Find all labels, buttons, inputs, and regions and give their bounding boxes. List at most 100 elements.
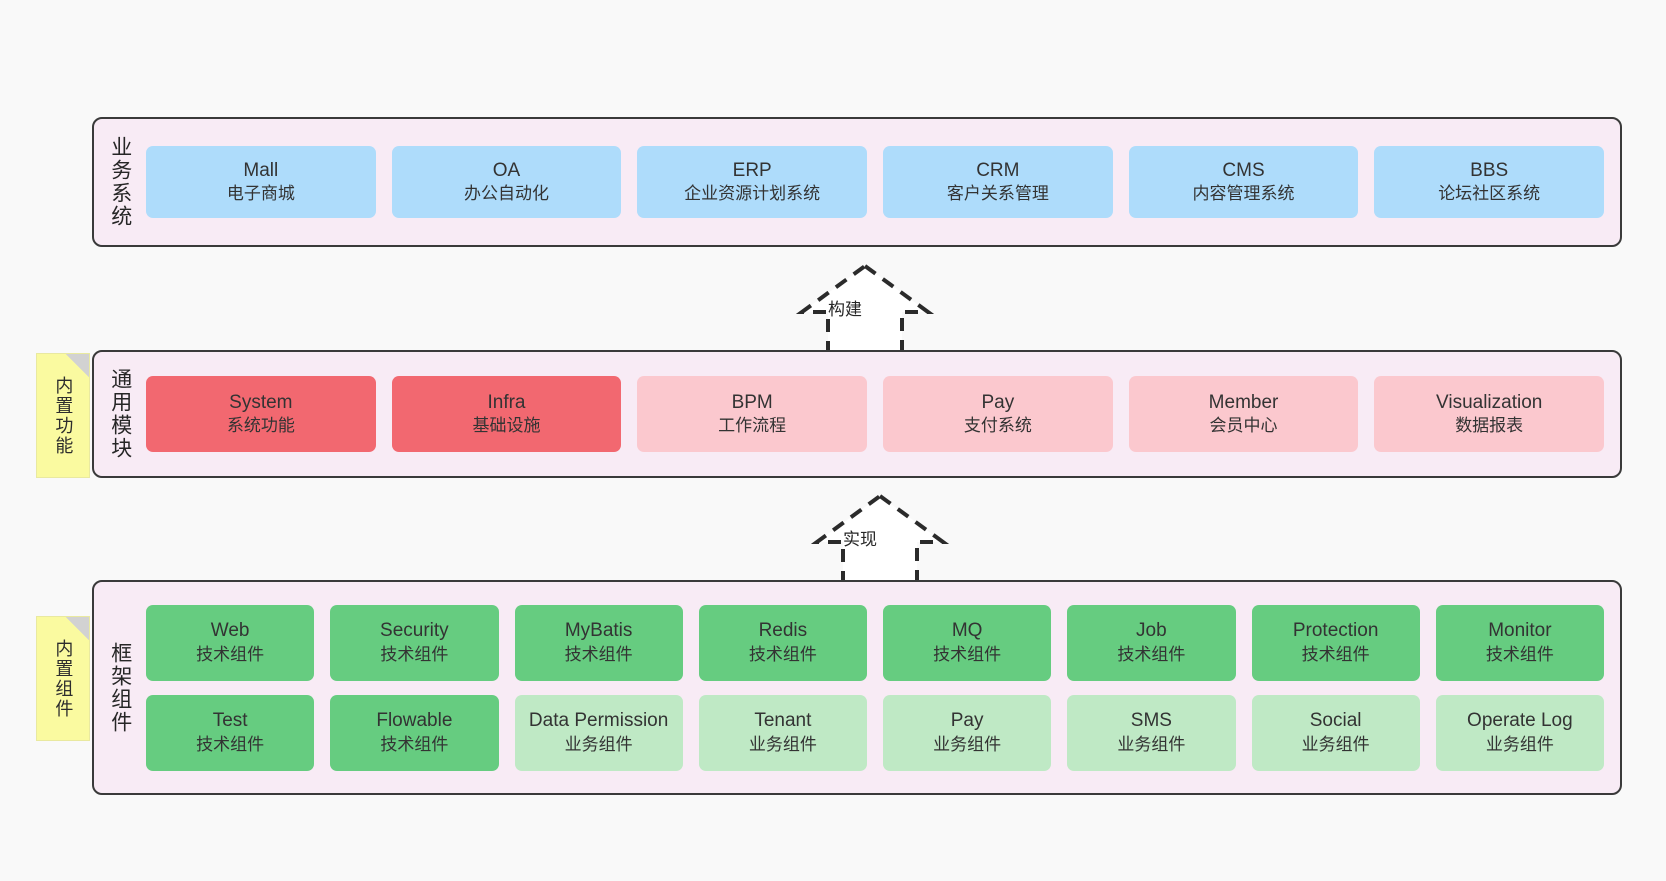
layer-business-systems: 业务系统 Mall 电子商城 OA 办公自动化 ERP 企业资源计划系统 CRM… xyxy=(92,117,1622,247)
module-en-label: CRM xyxy=(976,159,1020,181)
framework-row-technical: Web 技术组件 Security 技术组件 MyBatis 技术组件 Redi… xyxy=(146,604,1604,681)
note-fold-corner-icon xyxy=(66,617,89,640)
module-card-sms[interactable]: SMS 业务组件 xyxy=(1067,694,1236,771)
module-card-operate-log[interactable]: Operate Log 业务组件 xyxy=(1435,694,1604,771)
module-en-label: Pay xyxy=(950,710,984,732)
layer-body-framework: Web 技术组件 Security 技术组件 MyBatis 技术组件 Redi… xyxy=(146,582,1620,793)
module-cn-label: 技术组件 xyxy=(1485,644,1554,664)
module-card-visualization[interactable]: Visualization 数据报表 xyxy=(1374,376,1605,452)
module-card-monitor[interactable]: Monitor 技术组件 xyxy=(1435,604,1604,681)
module-card-oa[interactable]: OA 办公自动化 xyxy=(391,146,622,218)
module-en-label: CMS xyxy=(1222,159,1265,181)
module-cn-label: 业务组件 xyxy=(748,734,817,754)
module-cn-label: 技术组件 xyxy=(748,644,817,664)
module-cn-label: 技术组件 xyxy=(196,644,265,664)
module-card-bbs[interactable]: BBS 论坛社区系统 xyxy=(1374,146,1605,218)
module-card-system[interactable]: System 系统功能 xyxy=(146,376,376,452)
module-card-erp[interactable]: ERP 企业资源计划系统 xyxy=(637,146,868,218)
module-en-label: Social xyxy=(1309,710,1362,732)
module-card-security[interactable]: Security 技术组件 xyxy=(330,604,499,681)
module-card-tenant[interactable]: Tenant 业务组件 xyxy=(698,694,867,771)
module-cn-label: 系统功能 xyxy=(226,416,295,436)
module-cn-label: 企业资源计划系统 xyxy=(684,184,821,204)
generalization-arrow-shape xyxy=(810,493,950,586)
module-cn-label: 技术组件 xyxy=(1301,644,1370,664)
note-fold-corner-icon xyxy=(66,354,89,377)
module-card-mall[interactable]: Mall 电子商城 xyxy=(146,146,376,218)
note-builtin-components: 内置组件 xyxy=(36,616,90,741)
module-cn-label: 业务组件 xyxy=(1485,734,1554,754)
module-card-social[interactable]: Social 业务组件 xyxy=(1251,694,1420,771)
module-cn-label: 内容管理系统 xyxy=(1192,184,1295,204)
module-en-label: Flowable xyxy=(376,710,453,732)
module-en-label: SMS xyxy=(1130,710,1172,732)
module-en-label: Mall xyxy=(243,159,279,181)
module-card-web[interactable]: Web 技术组件 xyxy=(146,604,315,681)
framework-row-business: Test 技术组件 Flowable 技术组件 Data Permission … xyxy=(146,694,1604,771)
module-card-redis[interactable]: Redis 技术组件 xyxy=(698,604,867,681)
layer-body-common: System 系统功能 Infra 基础设施 BPM 工作流程 Pay 支付系统… xyxy=(146,352,1620,476)
connector-implement: 实现 xyxy=(805,492,955,588)
generalization-arrow-shape xyxy=(795,263,935,356)
module-en-label: Visualization xyxy=(1436,391,1543,413)
connector-build: 构建 xyxy=(790,262,940,358)
module-cn-label: 技术组件 xyxy=(380,644,449,664)
module-card-infra[interactable]: Infra 基础设施 xyxy=(391,376,622,452)
module-en-label: Redis xyxy=(758,620,808,642)
note-builtin-features-text: 内置功能 xyxy=(53,375,74,456)
module-en-label: ERP xyxy=(732,159,772,181)
module-card-member[interactable]: Member 会员中心 xyxy=(1128,376,1359,452)
module-cn-label: 技术组件 xyxy=(933,644,1002,664)
module-en-label: OA xyxy=(492,159,521,181)
module-cn-label: 电子商城 xyxy=(226,184,295,204)
module-en-label: Web xyxy=(210,620,250,642)
module-en-label: Pay xyxy=(981,391,1015,413)
layer-title-framework: 框架组件 xyxy=(108,641,132,734)
module-en-label: MQ xyxy=(951,620,983,642)
module-cn-label: 工作流程 xyxy=(718,416,787,436)
layer-title-business: 业务系统 xyxy=(108,136,132,228)
module-cn-label: 客户关系管理 xyxy=(946,184,1049,204)
module-en-label: Operate Log xyxy=(1467,710,1573,732)
module-en-label: MyBatis xyxy=(564,620,633,642)
module-en-label: Security xyxy=(380,620,449,642)
module-en-label: Data Permission xyxy=(528,710,669,732)
module-cn-label: 业务组件 xyxy=(1301,734,1370,754)
module-card-pay[interactable]: Pay 支付系统 xyxy=(883,376,1113,452)
module-cn-label: 会员中心 xyxy=(1209,416,1278,436)
module-card-flowable[interactable]: Flowable 技术组件 xyxy=(330,694,499,771)
module-cn-label: 支付系统 xyxy=(963,416,1032,436)
module-cn-label: 业务组件 xyxy=(933,734,1002,754)
module-card-bpm[interactable]: BPM 工作流程 xyxy=(637,376,868,452)
module-card-data-permission[interactable]: Data Permission 业务组件 xyxy=(514,694,683,771)
module-card-crm[interactable]: CRM 客户关系管理 xyxy=(883,146,1113,218)
module-cn-label: 业务组件 xyxy=(564,734,633,754)
module-card-mybatis[interactable]: MyBatis 技术组件 xyxy=(514,604,683,681)
module-cn-label: 数据报表 xyxy=(1455,416,1524,436)
module-cn-label: 办公自动化 xyxy=(464,184,549,204)
module-card-mq[interactable]: MQ 技术组件 xyxy=(883,604,1052,681)
module-en-label: Monitor xyxy=(1488,620,1552,642)
connector-implement-label: 实现 xyxy=(843,530,877,549)
module-cn-label: 业务组件 xyxy=(1117,734,1186,754)
layer-title-common: 通用模块 xyxy=(108,368,132,460)
module-card-job[interactable]: Job 技术组件 xyxy=(1067,604,1236,681)
module-cn-label: 技术组件 xyxy=(196,734,265,754)
module-cn-label: 技术组件 xyxy=(380,734,449,754)
module-en-label: Tenant xyxy=(754,710,812,732)
module-card-test[interactable]: Test 技术组件 xyxy=(146,694,315,771)
module-en-label: Member xyxy=(1208,391,1279,413)
module-card-pay-business[interactable]: Pay 业务组件 xyxy=(883,694,1052,771)
module-en-label: Job xyxy=(1136,620,1167,642)
module-cn-label: 技术组件 xyxy=(1117,644,1186,664)
module-en-label: System xyxy=(229,391,293,413)
module-cn-label: 论坛社区系统 xyxy=(1438,184,1541,204)
module-en-label: Test xyxy=(212,710,248,732)
layer-framework-components: 框架组件 Web 技术组件 Security 技术组件 MyBatis 技术组件… xyxy=(92,580,1622,795)
module-cn-label: 基础设施 xyxy=(472,416,541,436)
note-builtin-features: 内置功能 xyxy=(36,353,90,478)
module-cn-label: 技术组件 xyxy=(564,644,633,664)
module-card-cms[interactable]: CMS 内容管理系统 xyxy=(1128,146,1359,218)
module-card-protection[interactable]: Protection 技术组件 xyxy=(1251,604,1420,681)
